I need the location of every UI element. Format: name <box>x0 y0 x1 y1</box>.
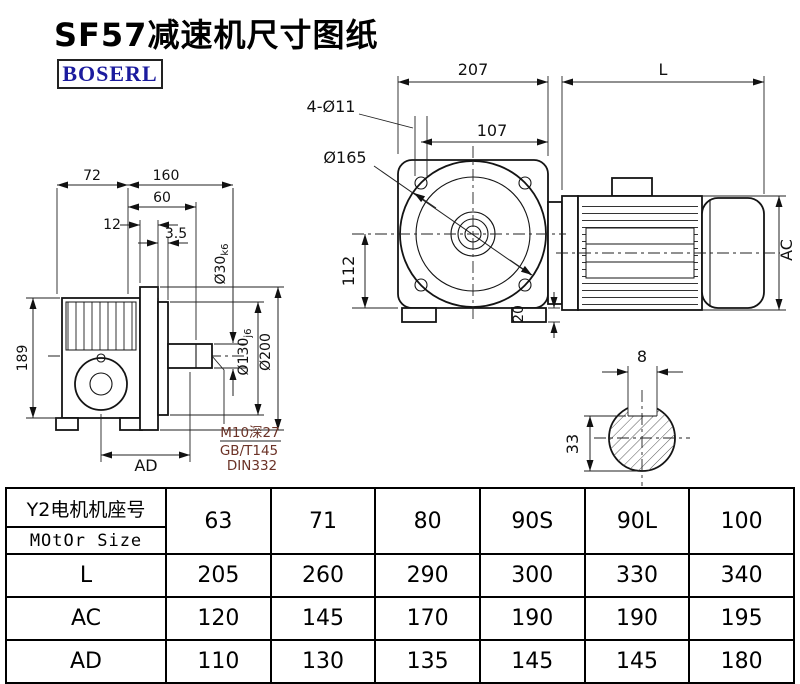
table-cell: 195 <box>688 596 795 641</box>
bolt-hole <box>518 176 532 190</box>
row-label: AC <box>5 596 167 641</box>
dim-dia30k6: Ø30k6 <box>213 244 231 285</box>
dim-107: 107 <box>477 121 508 140</box>
table-cell: 205 <box>165 553 272 598</box>
foot-right <box>119 417 143 431</box>
brand-logo: BOSERL <box>57 59 163 89</box>
table-header-cell: Y2电机机座号 MOtOr Size <box>5 487 167 555</box>
motor-frame-label-cn: Y2电机机座号 <box>7 489 165 528</box>
dim-189: 189 <box>15 345 31 372</box>
output-flange <box>139 286 159 431</box>
dim-207: 207 <box>458 60 489 79</box>
dim-dia200: Ø200 <box>258 333 274 371</box>
table-cell: 135 <box>374 639 481 684</box>
row-label: AD <box>5 639 167 684</box>
bolt-hole <box>518 278 532 292</box>
dim-20: 20 <box>511 305 527 323</box>
dim-4xd11: 4-Ø11 <box>307 97 356 116</box>
note-din-standard: DIN332 <box>227 458 277 474</box>
foot-front-right <box>511 307 547 323</box>
table-cell: 180 <box>688 639 795 684</box>
note-gb-standard: GB/T145 <box>220 443 278 459</box>
dim-160: 160 <box>153 168 180 184</box>
row-label: L <box>5 553 167 598</box>
brand-logo-text: BOSERL <box>62 61 158 86</box>
table-cell: 90S <box>478 487 586 555</box>
dimension-drawing: 189 72 160 60 12 3.5 Ø30k6 <box>15 60 796 486</box>
table-cell: 330 <box>583 553 691 598</box>
shaft-section-dimensions: 8 33 <box>563 347 683 472</box>
side-view-dimensions: 189 72 160 60 12 3.5 Ø30k6 <box>15 168 284 475</box>
page-title: SF57减速机尺寸图纸 <box>54 16 379 54</box>
dim-ad: AD <box>134 456 157 475</box>
table-cell: 300 <box>478 553 586 598</box>
dim-112: 112 <box>339 256 358 287</box>
front-view-dimensions: 207 L 4-Ø11 107 Ø165 112 <box>307 60 796 338</box>
note-thread: M10深27 <box>220 425 280 441</box>
table-cell: 90L <box>583 487 691 555</box>
shaft-section-geometry <box>594 366 690 486</box>
table-row-AC: AC 120 145 170 190 190 195 <box>5 596 795 641</box>
table-cell: 145 <box>583 639 691 684</box>
dim-dia130j6: Ø130j6 <box>236 329 254 376</box>
table-cell: 110 <box>165 639 272 684</box>
terminal-box <box>611 177 653 197</box>
flange-pilot <box>157 301 169 416</box>
table-cell: 145 <box>478 639 586 684</box>
dim-12: 12 <box>103 217 121 233</box>
output-shaft <box>167 343 213 369</box>
table-cell: 170 <box>374 596 481 641</box>
table-row-motor-size: Y2电机机座号 MOtOr Size 63 71 80 90S 90L 100 <box>5 487 795 555</box>
dim-3-5: 3.5 <box>165 226 187 242</box>
bolt-hole <box>414 278 428 292</box>
motor-frame-label-en: MOtOr Size <box>29 531 143 551</box>
table-cell: 145 <box>269 596 377 641</box>
table-row-L: L 205 260 290 300 330 340 <box>5 553 795 598</box>
dim-ac: AC <box>777 239 796 261</box>
dim-dia165: Ø165 <box>323 148 366 167</box>
table-cell: 130 <box>269 639 377 684</box>
foot-front-left <box>401 307 437 323</box>
dim-8: 8 <box>637 347 647 366</box>
front-view-geometry <box>352 146 780 323</box>
table-cell: 100 <box>688 487 795 555</box>
table-cell: 63 <box>165 487 272 555</box>
table-cell: 80 <box>374 487 481 555</box>
table-cell: 120 <box>165 596 272 641</box>
table-cell: 340 <box>688 553 795 598</box>
dim-72: 72 <box>83 168 101 184</box>
table-cell: 190 <box>478 596 586 641</box>
motor-size-table: Y2电机机座号 MOtOr Size 63 71 80 90S 90L 100 … <box>5 487 795 684</box>
table-cell: 190 <box>583 596 691 641</box>
dim-60: 60 <box>153 190 171 206</box>
table-row-AD: AD 110 130 135 145 145 180 <box>5 639 795 684</box>
table-cell: 290 <box>374 553 481 598</box>
table-cell: 71 <box>269 487 377 555</box>
table-cell: 260 <box>269 553 377 598</box>
dim-l: L <box>659 60 668 79</box>
bolt-hole <box>414 176 428 190</box>
dim-33: 33 <box>563 434 582 454</box>
foot-left <box>55 417 79 431</box>
cooling-fins-side <box>65 301 137 351</box>
